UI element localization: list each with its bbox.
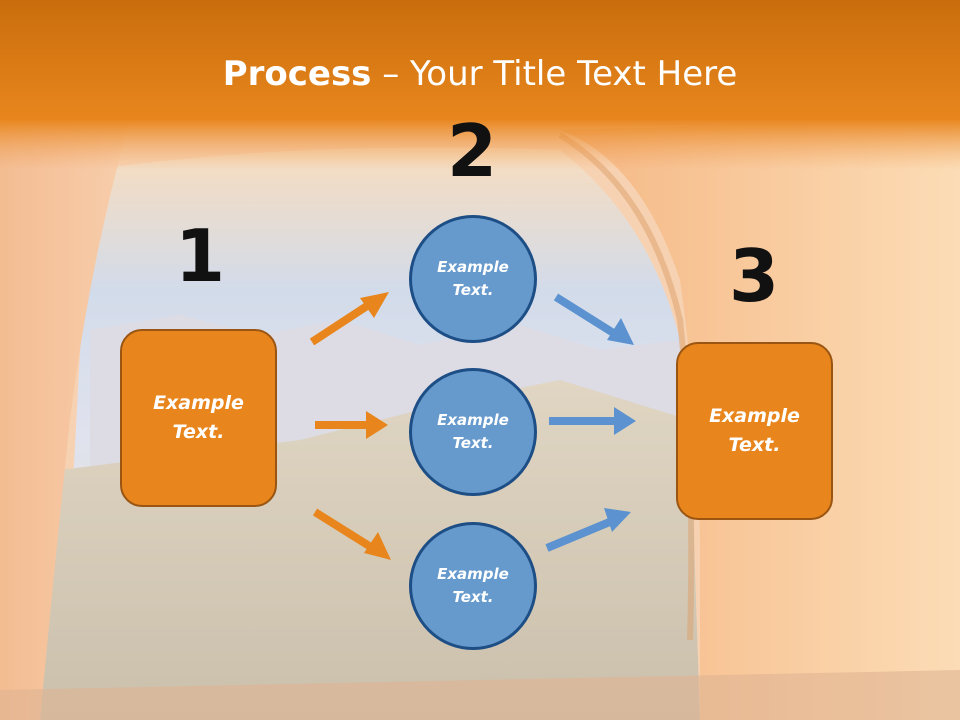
circle-2-text-line1: Example — [437, 411, 509, 429]
circle-2-text-line2: Text. — [452, 434, 494, 452]
title-rest: – Your Title Text Here — [371, 54, 738, 94]
slide-title: Process – Your Title Text Here — [0, 52, 960, 96]
circle-1-text-line2: Text. — [452, 281, 494, 299]
step-3-text-line1: Example — [709, 405, 800, 427]
step-number-3: 3 — [728, 234, 780, 318]
step-number-1: 1 — [174, 214, 226, 298]
arrow-box1-to-circle3 — [312, 508, 391, 560]
step-3-text-line2: Text. — [728, 434, 781, 456]
circle-3-text-line1: Example — [437, 565, 509, 583]
arrow-circle3-to-box3 — [545, 508, 631, 552]
step-1-text-line2: Text. — [172, 421, 225, 443]
arrow-circle1-to-box3 — [553, 293, 634, 345]
step-number-2: 2 — [446, 109, 498, 193]
arrow-box1-to-circle2 — [315, 411, 388, 439]
circle-3-text-line2: Text. — [452, 588, 494, 606]
arrow-box1-to-circle1 — [309, 292, 389, 346]
circle-1-text-line1: Example — [437, 258, 509, 276]
step-1-text-line1: Example — [153, 392, 244, 414]
arrow-circle2-to-box3 — [549, 407, 636, 435]
title-bold: Process — [222, 54, 372, 94]
